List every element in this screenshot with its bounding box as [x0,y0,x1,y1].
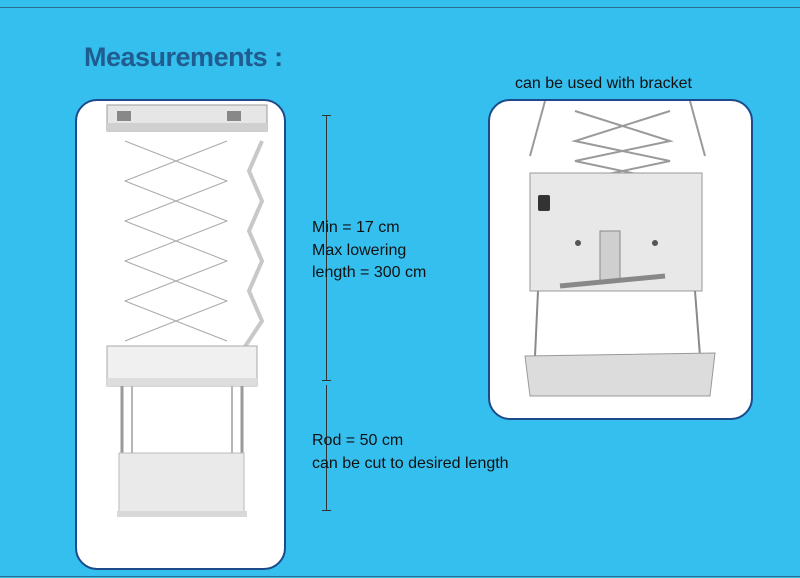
bracket-photo-panel [488,99,753,420]
page-title: Measurements : [84,42,283,72]
max-label-line2: length = 300 cm [312,264,427,281]
bracket-caption: can be used with bracket [515,75,692,92]
scissor-lift-illustration [106,104,268,517]
rod-label: Rod = 50 cm [312,432,404,449]
dimension-tick-bottom [322,510,331,511]
min-label: Min = 17 cm [312,219,400,236]
max-label-line1: Max lowering [312,242,407,259]
rod-dimension-line [326,385,327,510]
top-divider [0,7,800,8]
dimension-tick-middle [322,380,331,381]
bottom-divider [0,576,800,577]
lift-photo-panel [75,99,286,570]
rod-note: can be cut to desired length [312,455,509,472]
bracket-mount-illustration [524,101,716,397]
min-max-dimension-line [326,115,327,380]
dimension-tick-top [322,115,331,116]
